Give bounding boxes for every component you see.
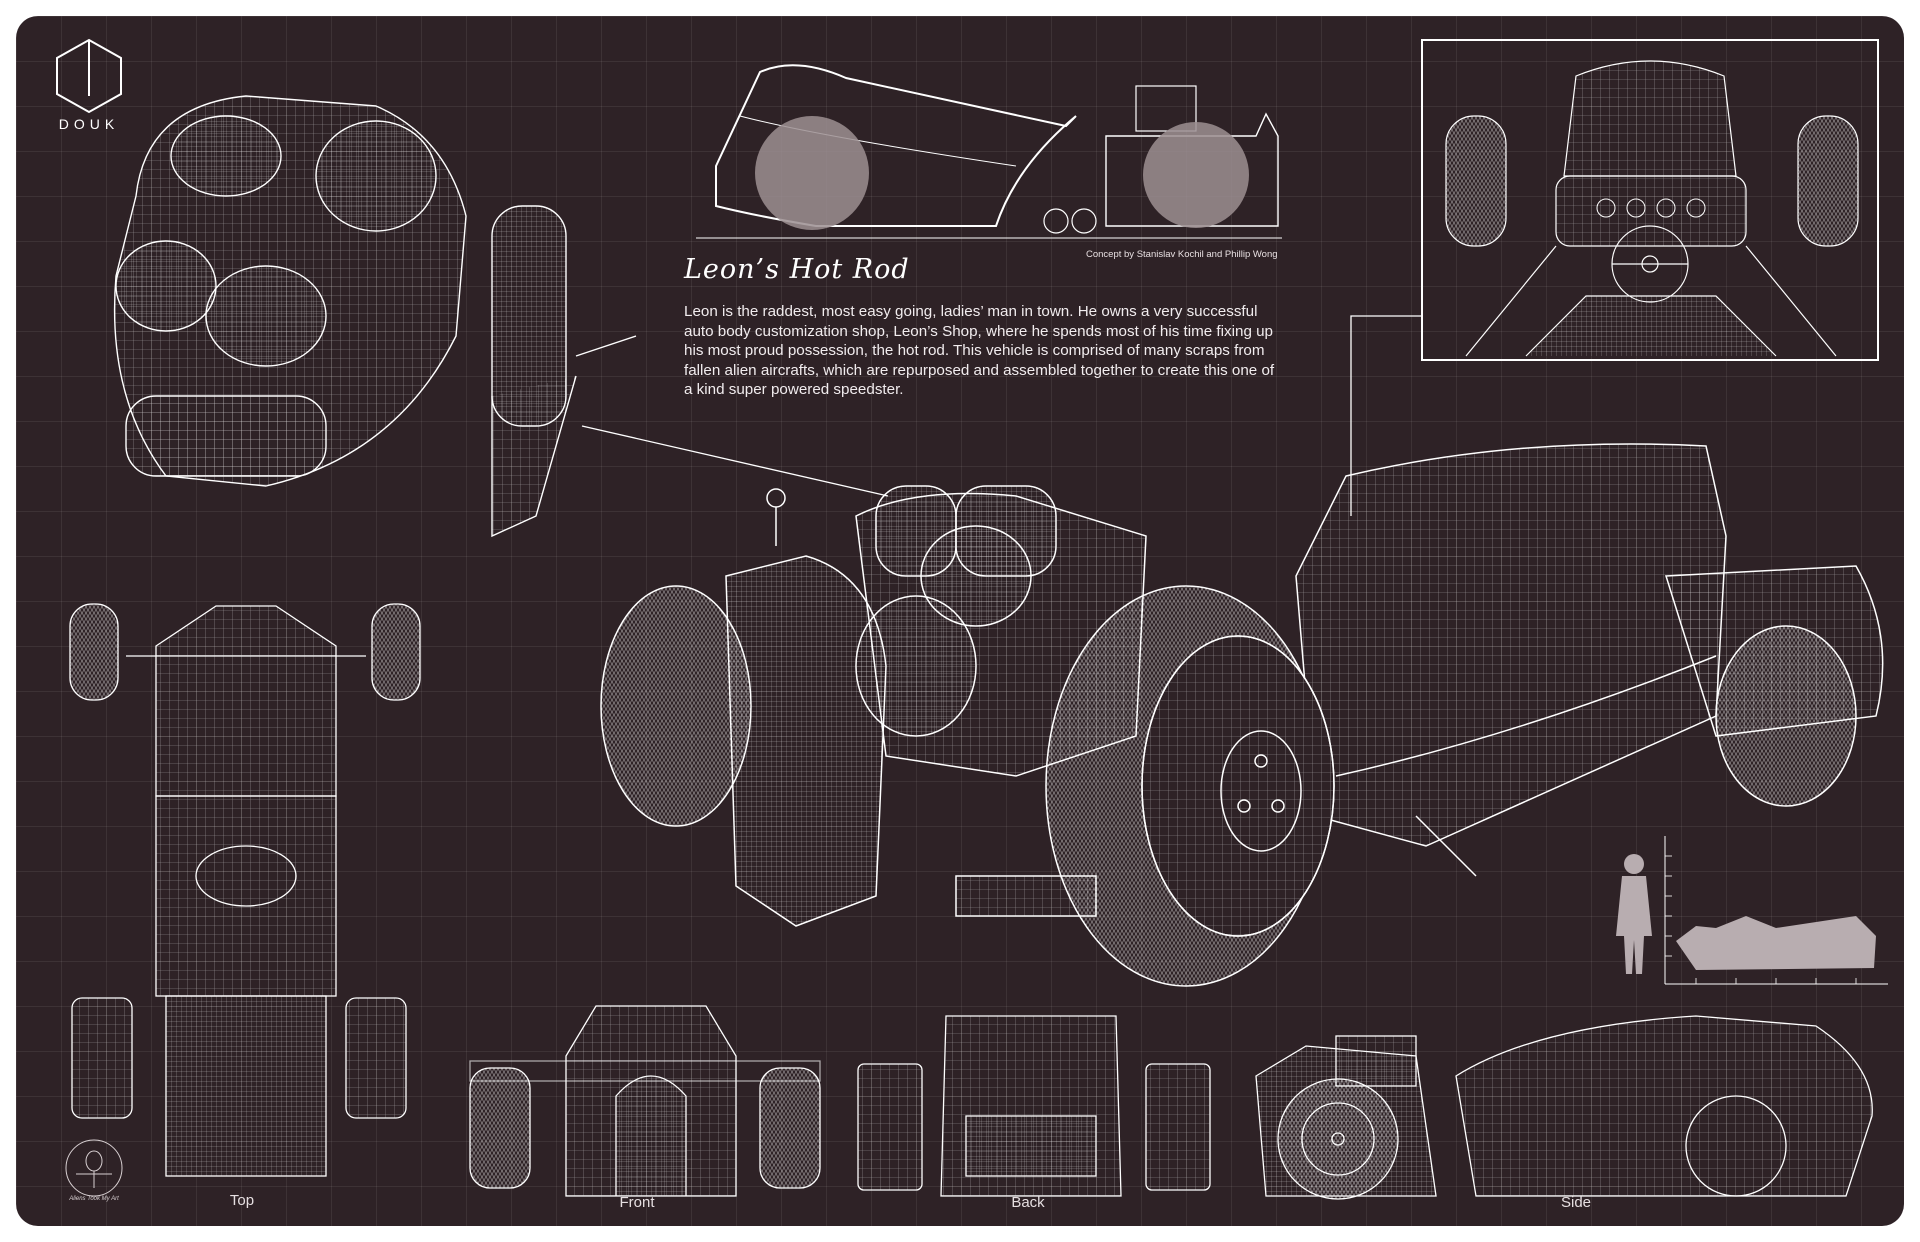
blueprint-sheet: DOUK Leon’s Hot Rod Concept by Stanislav… <box>16 16 1904 1226</box>
front-view-wireframe <box>469 1005 821 1197</box>
credit-line: Concept by Stanislav Kochil and Phillip … <box>1086 249 1278 260</box>
view-label-side: Side <box>1560 1194 1592 1211</box>
hot-rod-perspective <box>600 443 1884 987</box>
blueprint-artwork <box>56 38 1888 1200</box>
page-title: Leon’s Hot Rod <box>684 254 910 285</box>
side-view-wireframe <box>1255 1015 1873 1200</box>
view-label-top: Top <box>229 1192 255 1209</box>
back-view-wireframe <box>857 1015 1211 1197</box>
dashboard-inset <box>1421 39 1879 361</box>
scale-figure <box>1616 836 1888 985</box>
view-label-back: Back <box>1011 1194 1045 1211</box>
engine-wireframe <box>113 95 637 538</box>
alien-stamp-logo <box>65 1139 123 1197</box>
stamp-text: Aliens Took My Art <box>69 1196 119 1202</box>
description-text: Leon is the raddest, most easy going, la… <box>684 303 1275 398</box>
top-view-wireframe <box>69 603 421 1177</box>
brand-name: DOUK <box>58 116 120 132</box>
hexagon-logo-icon <box>56 38 122 114</box>
view-label-front: Front <box>619 1194 655 1211</box>
